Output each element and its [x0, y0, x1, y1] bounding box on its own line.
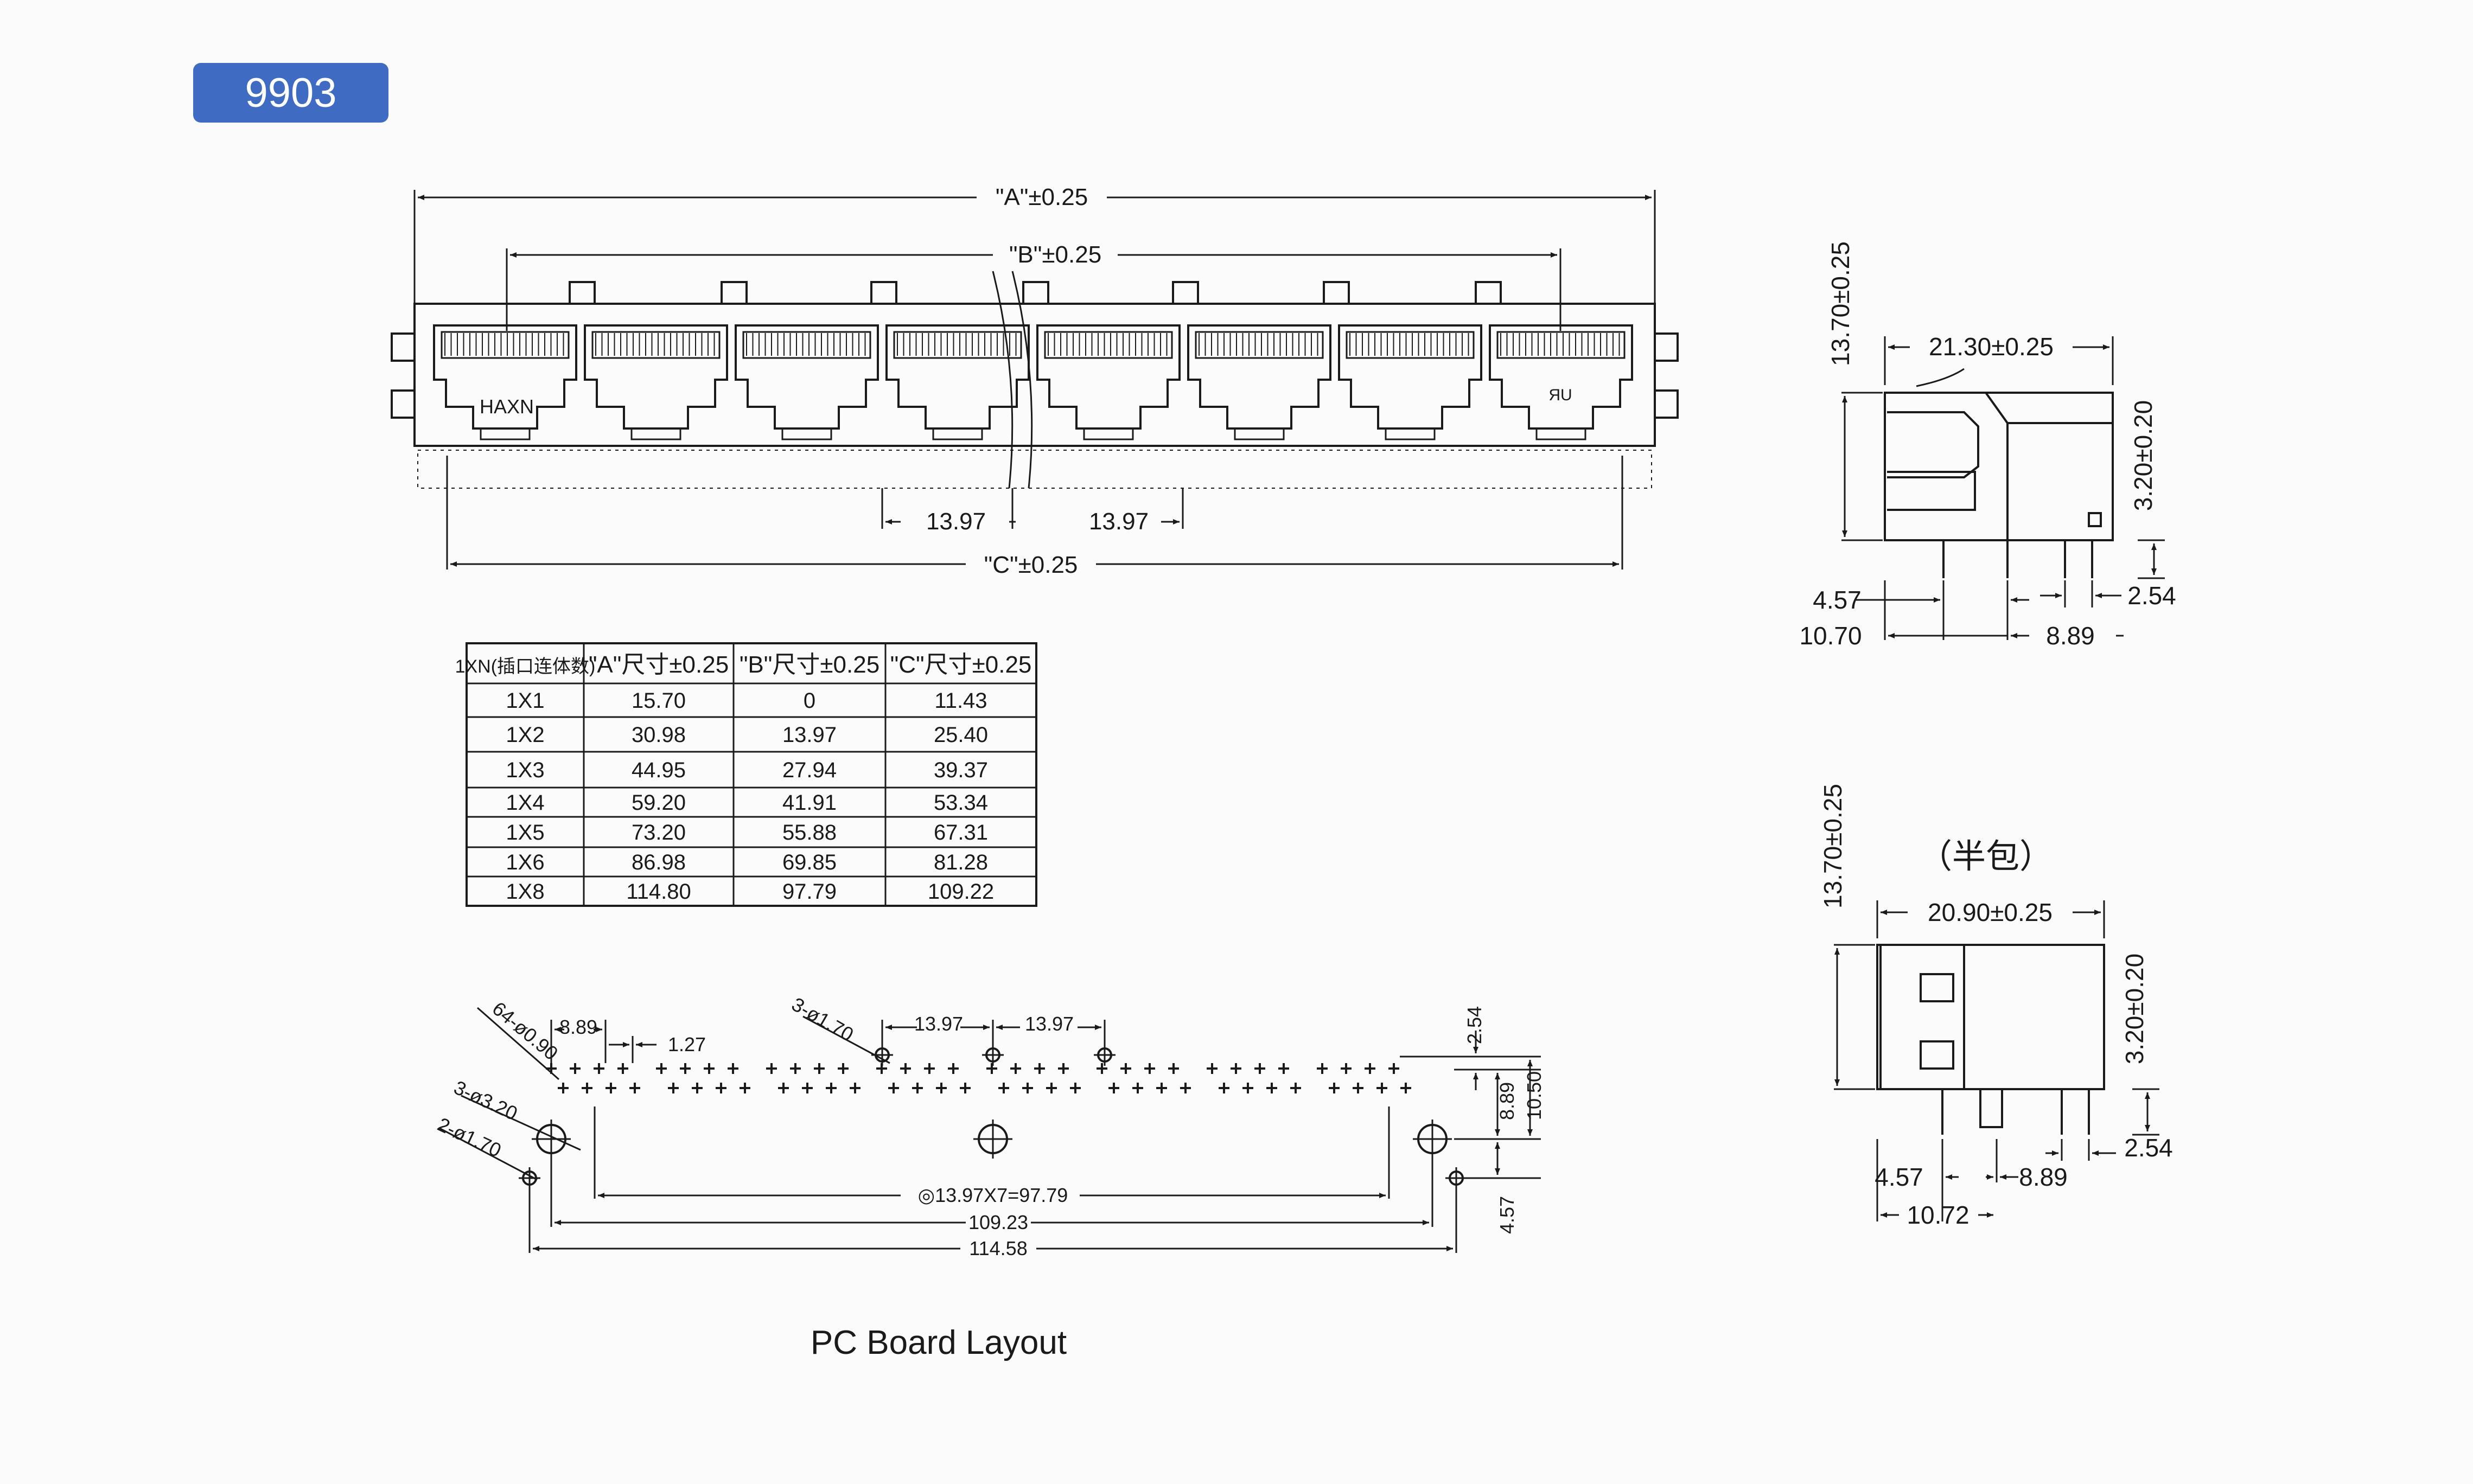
pcb-layout — [439, 1007, 1541, 1253]
table-cell: 81.28 — [934, 850, 988, 874]
table-cell: 59.20 — [632, 791, 686, 815]
table-cell: 1X2 — [506, 723, 544, 747]
table-cell: 44.95 — [632, 758, 686, 782]
table-cell: 1X3 — [506, 758, 544, 782]
model-badge: 9903 — [193, 63, 388, 123]
pcb-13-97-a-label: 13.97 — [914, 1013, 963, 1035]
pcb-3-170-label: 3-ø1.70 — [788, 993, 857, 1046]
table-header-cell: "B"尺寸±0.25 — [740, 651, 879, 678]
table-cell: 67.31 — [934, 821, 988, 845]
table-cell: 30.98 — [632, 723, 686, 747]
rj45-port — [735, 324, 879, 440]
table-header-cell: "A"尺寸±0.25 — [589, 651, 729, 678]
table-cell: 39.37 — [934, 758, 988, 782]
table-cell: 41.91 — [782, 791, 837, 815]
pitch-left-label: 13.97 — [926, 508, 986, 535]
sv2-pin-height-label: 3.20±0.20 — [2120, 954, 2149, 1064]
port-marking: HAXN — [480, 395, 534, 418]
sv1-2-54-label: 2.54 — [2127, 581, 2176, 610]
table-cell: 0 — [804, 689, 815, 713]
pcb-114-58-label: 114.58 — [969, 1237, 1027, 1259]
rj45-port — [584, 324, 728, 440]
table-cell: 11.43 — [934, 689, 987, 713]
pcb-8-89-label: 8.89 — [559, 1016, 597, 1038]
pitch-right-label: 13.97 — [1089, 508, 1149, 535]
pcb-2-170-label: 2-ø1.70 — [434, 1113, 505, 1162]
sv1-4-57-label: 4.57 — [1813, 586, 1862, 614]
side-view-half — [1834, 900, 2159, 1221]
sv2-height-label: 13.70±0.25 — [1819, 784, 1847, 909]
side-view-full — [1841, 336, 2165, 640]
sv1-pin-height-label: 3.20±0.20 — [2129, 400, 2157, 511]
table-header-cell: 1XN(插口连体数) — [455, 656, 596, 677]
table-cell: 13.97 — [782, 723, 837, 747]
front-view — [391, 190, 1679, 570]
table-cell: 27.94 — [782, 758, 837, 782]
table-cell: 15.70 — [632, 689, 686, 713]
table-cell: 69.85 — [782, 850, 837, 874]
table-cell: 1X1 — [506, 689, 544, 713]
dimension-table: 1XN(插口连体数)"A"尺寸±0.25 "B"尺寸±0.25 "C"尺寸±0.25… — [455, 642, 1037, 907]
table-cell: 1X6 — [506, 850, 544, 874]
table-cell: 1X5 — [506, 821, 544, 845]
sv2-2-54-label: 2.54 — [2124, 1134, 2173, 1162]
sv2-4-57-label: 4.57 — [1875, 1163, 1923, 1191]
pcb-10-50-label: 10.50 — [1523, 1071, 1545, 1120]
sv2-10-72-label: 10.72 — [1907, 1201, 1969, 1229]
table-cell: 1X8 — [506, 880, 544, 904]
table-cell: 55.88 — [782, 821, 837, 845]
rj45-port — [885, 324, 1030, 440]
pcb-8-89-v-label: 8.89 — [1496, 1082, 1518, 1120]
sv1-depth-label: 21.30±0.25 — [1929, 332, 2054, 361]
rj45-port — [433, 324, 577, 440]
sv2-8-89-label: 8.89 — [2019, 1163, 2068, 1191]
rj45-port — [1036, 324, 1181, 440]
rj45-ports — [433, 324, 1633, 440]
ul-mark: ЯU — [1548, 386, 1572, 404]
rj45-port — [1187, 324, 1331, 440]
model-number: 9903 — [245, 69, 337, 116]
rj45-port — [1338, 324, 1482, 440]
table-cell: 1X4 — [506, 791, 544, 815]
sv1-10-70-label: 10.70 — [1799, 622, 1862, 650]
table-cell: 25.40 — [934, 723, 988, 747]
half-shield-label: （半包） — [1919, 838, 2053, 875]
table-header-cell: "C"尺寸±0.25 — [890, 651, 1032, 678]
pcb-2-54-label: 2.54 — [1463, 1006, 1486, 1044]
table-cell: 114.80 — [626, 880, 691, 904]
table-cell: 73.20 — [632, 821, 686, 845]
table-cell: 109.22 — [928, 880, 994, 904]
pcb-13-97-b-label: 13.97 — [1025, 1013, 1074, 1035]
pcb-3-320-label: 3-ø3.20 — [450, 1076, 521, 1125]
dim-a-label: "A"±0.25 — [996, 184, 1088, 210]
pcb-layout-title: PC Board Layout — [811, 1324, 1067, 1361]
dim-b-label: "B"±0.25 — [1009, 241, 1101, 268]
dim-c-label: "C"±0.25 — [984, 552, 1078, 578]
sv1-8-89-label: 8.89 — [2046, 622, 2095, 650]
table-cell: 53.34 — [934, 791, 988, 815]
pcb-4-57-label: 4.57 — [1496, 1196, 1518, 1234]
sv1-height-label: 13.70±0.25 — [1826, 241, 1854, 366]
pcb-109-23-label: 109.23 — [968, 1211, 1028, 1233]
table-cell: 86.98 — [632, 850, 686, 874]
rj45-port — [1489, 324, 1633, 440]
sv2-depth-label: 20.90±0.25 — [1928, 898, 2053, 926]
pcb-pitch-total-label: ◎13.97X7=97.79 — [918, 1184, 1068, 1206]
pcb-1-27-label: 1.27 — [668, 1033, 706, 1056]
table-cell: 97.79 — [782, 880, 837, 904]
